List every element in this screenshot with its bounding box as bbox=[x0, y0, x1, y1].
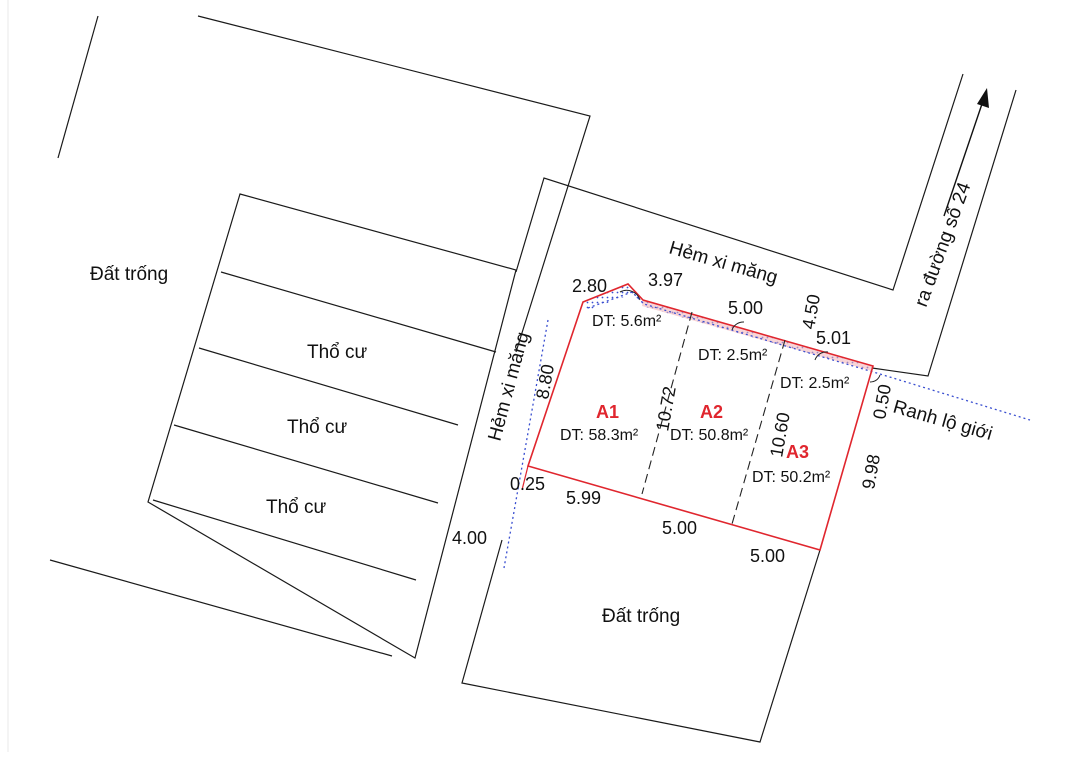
residential-divider-3 bbox=[173, 424, 439, 504]
label-residential-2: Thổ cư bbox=[287, 417, 348, 438]
alley-boundary-top bbox=[515, 73, 964, 291]
lot-label-a2: A2 bbox=[700, 402, 723, 422]
land-edge-lower bbox=[49, 559, 393, 657]
area-lot-a1: DT: 58.3m² bbox=[560, 427, 639, 444]
dim-0-25: 0.25 bbox=[510, 474, 545, 494]
dim-5-00-bottom: 5.00 bbox=[750, 546, 785, 566]
angle-arc-4 bbox=[869, 374, 881, 383]
dim-5-00-top: 5.00 bbox=[728, 298, 763, 318]
residential-divider-4 bbox=[152, 499, 417, 581]
setback-line-left bbox=[503, 319, 549, 569]
arrow-shaft bbox=[943, 97, 985, 217]
dim-2-80: 2.80 bbox=[572, 276, 607, 296]
residential-block bbox=[147, 193, 517, 659]
empty-land-bottom-outline bbox=[461, 539, 821, 743]
arrow-up-icon bbox=[977, 88, 989, 108]
area-lot-a2: DT: 50.8m² bbox=[670, 427, 749, 444]
dim-5-99: 5.99 bbox=[566, 488, 601, 508]
dim-5-01: 5.01 bbox=[816, 328, 851, 348]
label-cement-alley-top: Hẻm xi măng bbox=[667, 238, 780, 289]
dim-5-00-mid: 5.00 bbox=[662, 518, 697, 538]
area-lot-a3: DT: 50.2m² bbox=[752, 469, 831, 486]
label-to-road-24: ra đường số 24 bbox=[911, 179, 976, 310]
area-setback-a2: DT: 2.5m² bbox=[698, 347, 768, 364]
dim-9-98: 9.98 bbox=[858, 453, 884, 491]
area-setback-a1: DT: 5.6m² bbox=[592, 313, 662, 330]
setback-line-top bbox=[587, 291, 1031, 421]
label-cement-alley-left: Hẻm xi măng bbox=[485, 330, 534, 444]
dim-4-00: 4.00 bbox=[452, 528, 487, 548]
setback-hatch bbox=[642, 300, 873, 371]
label-residential-1: Thổ cư bbox=[307, 342, 368, 363]
angle-arc-3 bbox=[814, 351, 829, 361]
dim-4-50: 4.50 bbox=[798, 293, 824, 331]
residential-divider-1 bbox=[220, 271, 497, 353]
divider-a1-a2 bbox=[641, 311, 693, 495]
land-edge-top bbox=[197, 15, 591, 353]
divider-a2-a3 bbox=[731, 339, 786, 525]
label-setback-boundary: Ranh lộ giới bbox=[891, 397, 995, 445]
dim-10-72: 10.72 bbox=[652, 385, 680, 433]
land-edge-left bbox=[57, 15, 99, 159]
angle-arc-1 bbox=[619, 289, 641, 301]
alley-boundary-right bbox=[871, 89, 1017, 377]
dim-8-80: 8.80 bbox=[532, 363, 558, 401]
label-empty-land-top: Đất trống bbox=[90, 264, 168, 285]
area-setback-a3: DT: 2.5m² bbox=[780, 375, 850, 392]
label-residential-3: Thổ cư bbox=[266, 497, 327, 518]
lot-label-a1: A1 bbox=[596, 402, 619, 422]
residential-divider-2 bbox=[198, 347, 459, 426]
angle-arc-2 bbox=[731, 321, 745, 331]
dim-3-97: 3.97 bbox=[648, 270, 683, 290]
lot-label-a3: A3 bbox=[786, 442, 809, 462]
lot-boundary-tick bbox=[521, 465, 529, 491]
label-empty-land-bottom: Đất trống bbox=[602, 606, 680, 627]
